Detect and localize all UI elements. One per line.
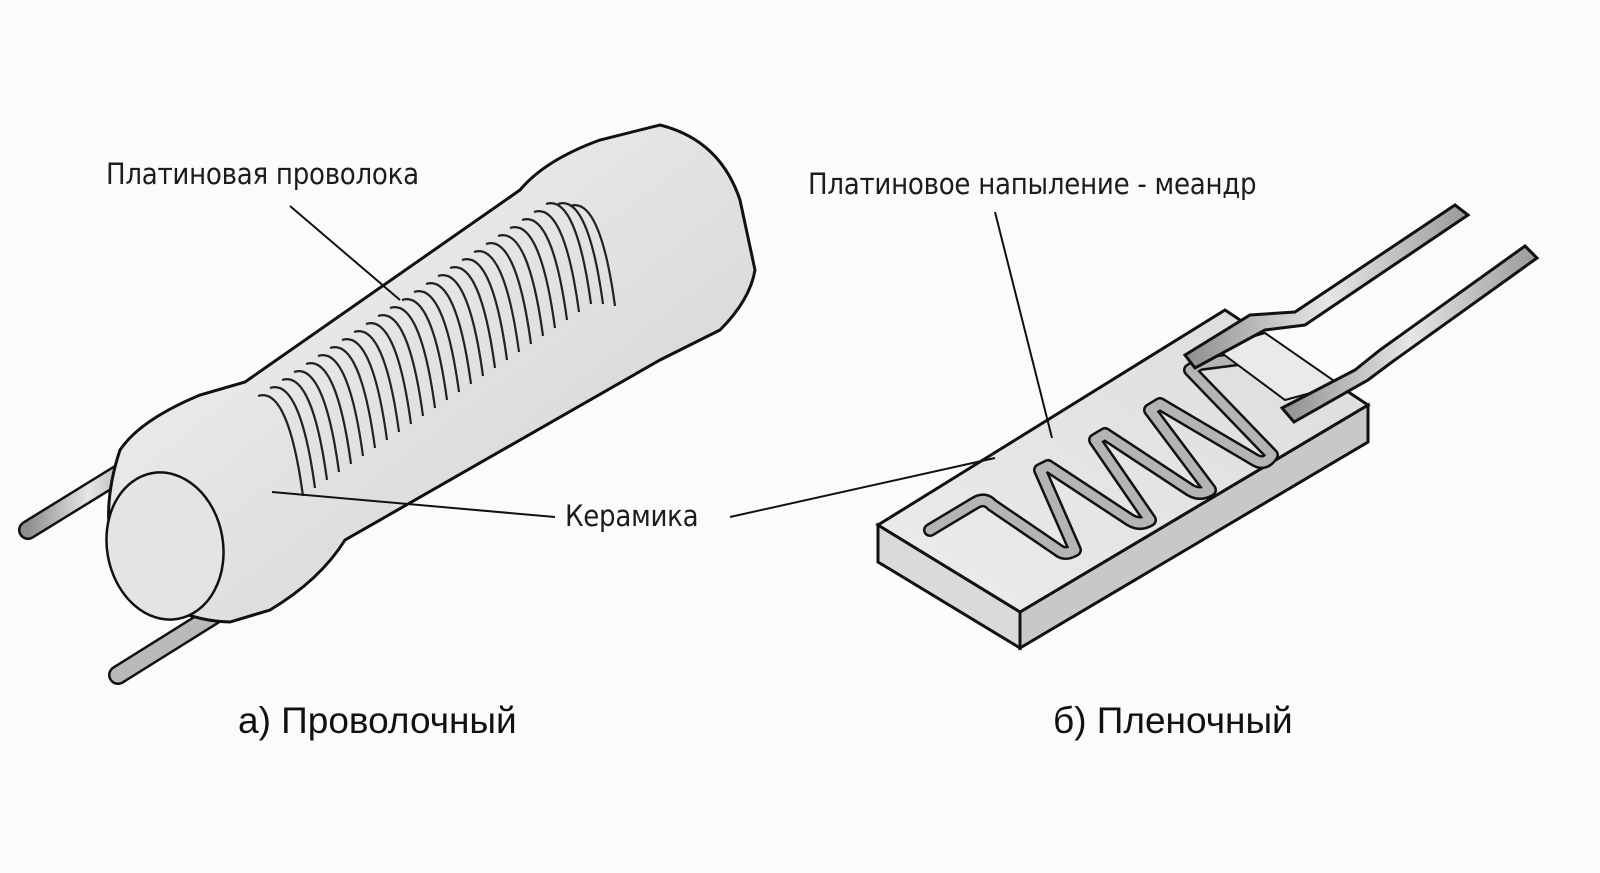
caption-wire-wound: а) Проволочный xyxy=(238,700,517,741)
film-lead-lower xyxy=(1279,244,1540,424)
label-platinum-film: Платиновое напыление - меандр xyxy=(808,167,1257,201)
ceramic-end-face xyxy=(105,471,225,621)
thin-film-sensor-illustration xyxy=(729,203,1540,651)
leader-line-platinum-film xyxy=(994,211,1053,439)
leader-line-ceramic-a xyxy=(271,491,556,518)
label-platinum-wire: Платиновая проволока xyxy=(106,157,419,191)
label-ceramic: Керамика xyxy=(565,499,699,533)
leader-line-platinum-wire xyxy=(289,205,401,301)
platinum-meander xyxy=(923,348,1279,560)
substrate-top-face xyxy=(875,308,1371,614)
wire-wound-sensor-illustration xyxy=(18,123,757,685)
film-lead-upper xyxy=(1182,203,1471,370)
platinum-wire-coil xyxy=(257,202,617,497)
caption-thin-film: б) Пленочный xyxy=(1053,700,1293,741)
leader-line-ceramic-b xyxy=(729,457,996,518)
